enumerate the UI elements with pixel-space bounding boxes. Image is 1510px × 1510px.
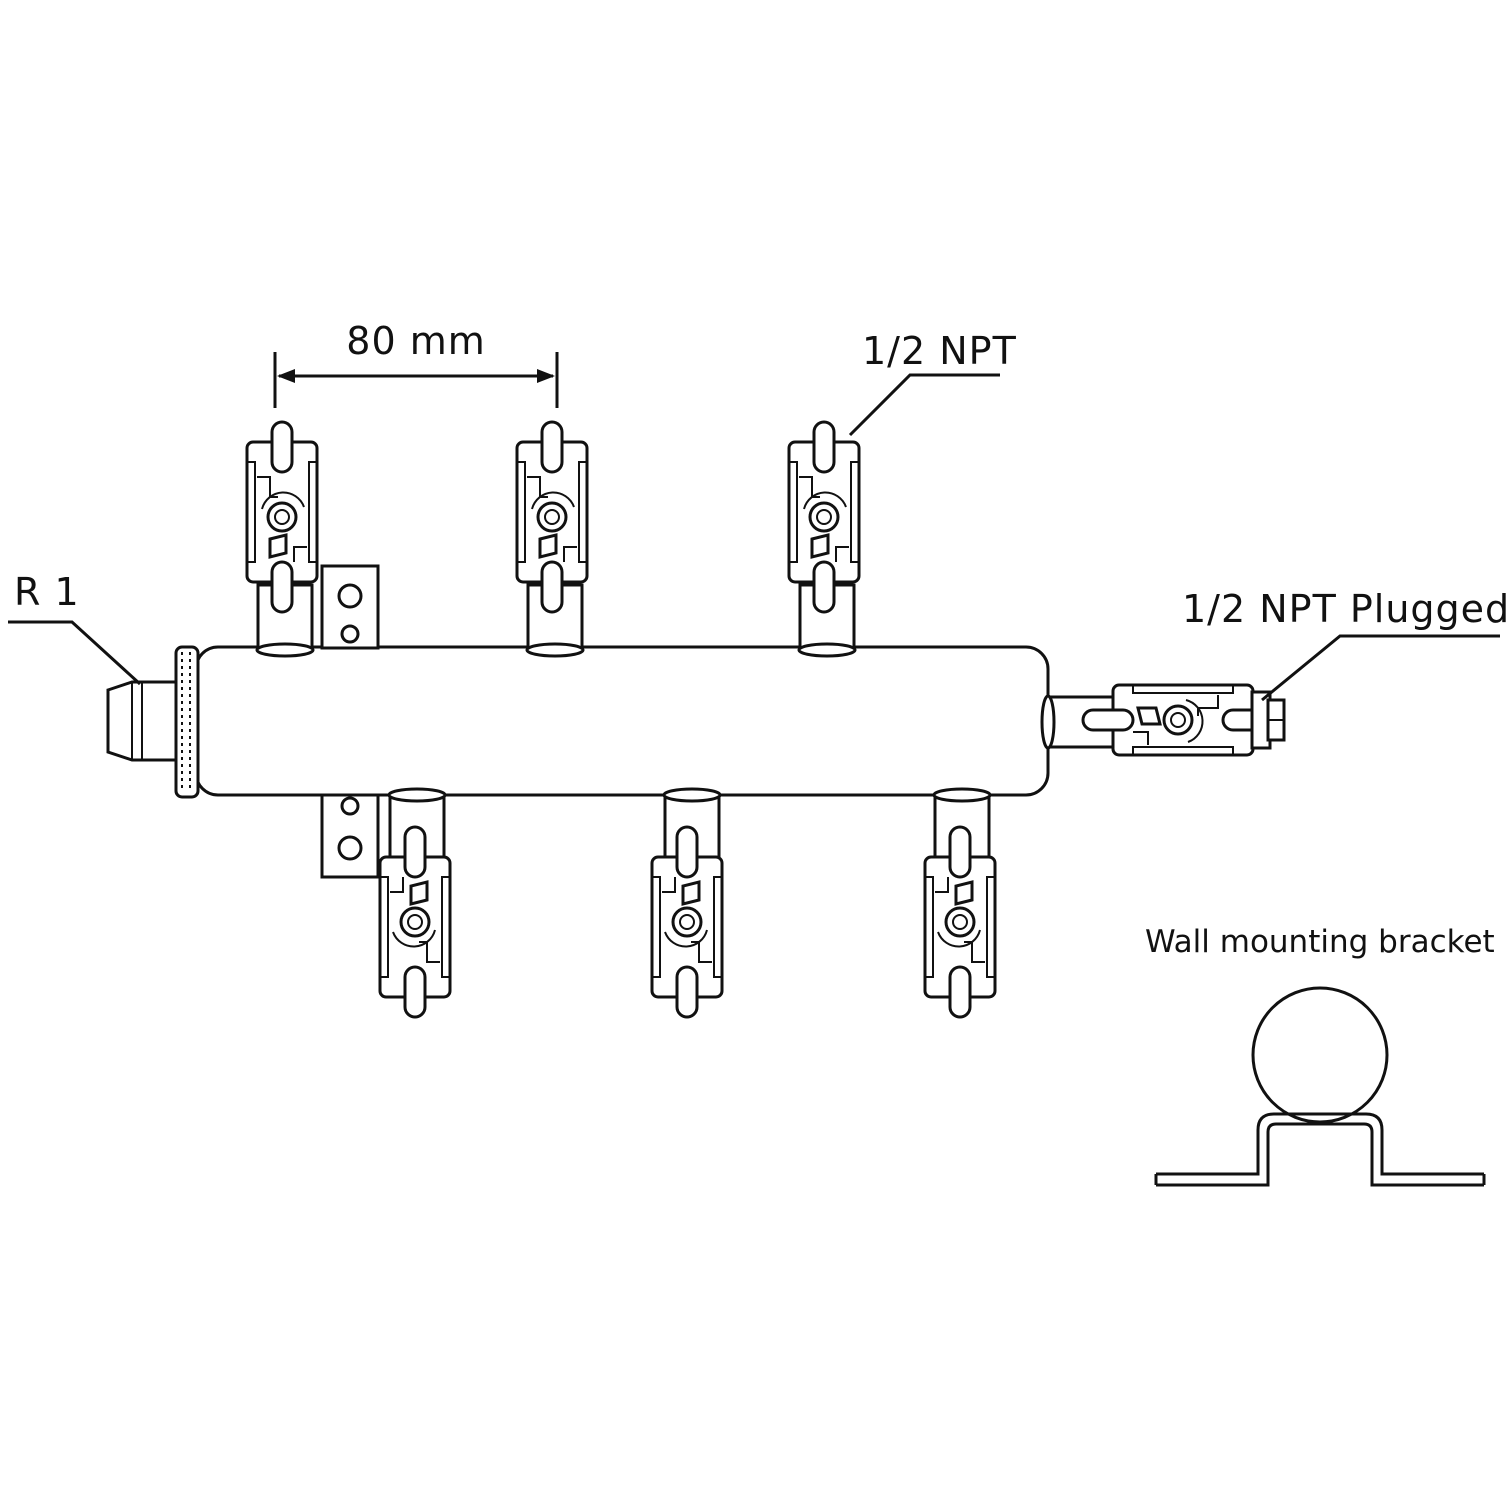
bracket-label: Wall mounting bracket: [1145, 924, 1495, 960]
leader-outlet: [848, 373, 1000, 437]
outlet-valve-top-3: [787, 420, 861, 658]
outlet-label: 1/2 NPT: [862, 329, 1017, 373]
inlet-fitting: [106, 680, 178, 762]
manifold-body: [174, 645, 1050, 799]
plugged-outlet-valve: [1040, 683, 1286, 757]
inlet-label: R 1: [14, 570, 80, 614]
outlet-valve-bottom-1: [378, 787, 452, 1019]
mounting-plate-top: [320, 564, 380, 650]
plugged-label: 1/2 NPT Plugged: [1182, 587, 1510, 631]
spacing-dimension: [273, 352, 559, 408]
leader-plugged: [1261, 634, 1500, 702]
bracket-illustration: [1154, 986, 1486, 1187]
spacing-label: 80 mm: [346, 319, 485, 363]
outlet-valve-bottom-2: [650, 787, 724, 1019]
outlet-valve-top-2: [515, 420, 589, 658]
leader-inlet: [8, 620, 142, 686]
outlet-valve-top-1: [245, 420, 319, 658]
mounting-plate-bottom: [320, 793, 380, 879]
outlet-valve-bottom-3: [923, 787, 997, 1019]
